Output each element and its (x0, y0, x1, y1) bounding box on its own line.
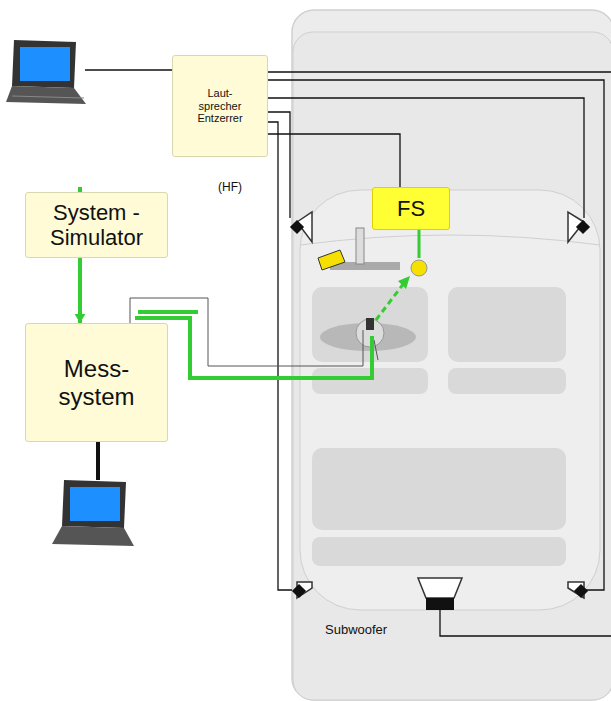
device-box: System - Simulator (25, 192, 168, 258)
node-text: Laut- sprecher Entzerrer (189, 87, 251, 125)
signal-connector (75, 258, 86, 323)
part-name: Subwoofer (325, 622, 387, 637)
device-box: Laut- sprecher Entzerrer (172, 55, 268, 157)
node-text: Mess- system (42, 355, 152, 410)
node-text: System - Simulator (32, 200, 162, 251)
signal-label: (HF) (218, 180, 242, 194)
laptop-icon (52, 480, 134, 546)
node-text: FS (376, 196, 446, 221)
laptop-icon (6, 40, 86, 104)
device-box: Mess- system (25, 323, 168, 442)
phone-box: FS (372, 187, 450, 230)
